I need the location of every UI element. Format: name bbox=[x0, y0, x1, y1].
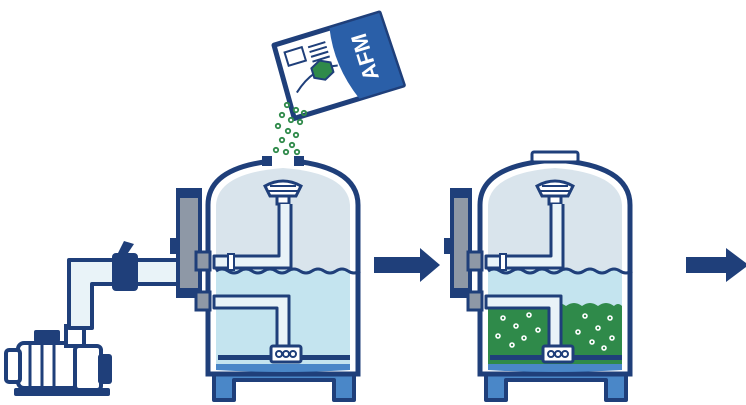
arrow-right-icon bbox=[686, 248, 746, 282]
filter-tank-1 bbox=[205, 156, 361, 402]
lateral-icon bbox=[269, 344, 303, 364]
valve-manifold-1 bbox=[170, 188, 212, 312]
nozzle-icon bbox=[263, 179, 303, 206]
filter-tank-2 bbox=[477, 150, 633, 402]
pump-icon bbox=[4, 324, 112, 396]
valve-manifold-2 bbox=[444, 188, 484, 312]
arrow-right-icon bbox=[374, 248, 440, 282]
hexagon-icon bbox=[310, 59, 335, 81]
falling-media bbox=[272, 101, 308, 156]
afm-bag: AFM bbox=[271, 10, 406, 121]
inlet-pipe bbox=[67, 241, 188, 330]
